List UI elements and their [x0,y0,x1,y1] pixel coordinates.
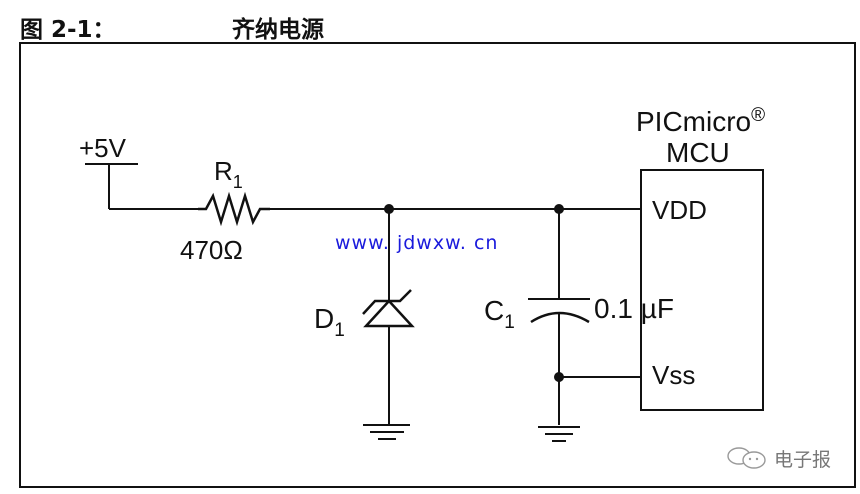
mcu-box [640,169,764,411]
figure-number: 图 2-1： [20,17,116,43]
pin-vss-label: Vss [652,360,695,390]
zener-ref: D1 [314,303,345,341]
watermark-text: 电子报 [774,448,832,471]
figure-caption: 齐纳电源 [232,17,324,43]
wechat-icon [727,447,766,469]
figure-frame [19,42,856,488]
overlay-url: www. jdwxw. cn [335,232,499,254]
watermark: 电子报 [726,443,831,473]
mcu-type: MCU [666,137,730,168]
ground-symbol-cap [538,426,580,442]
mcu-name: PICmicro® [636,105,765,137]
pin-vdd-label: VDD [652,195,707,225]
capacitor-value: 0.1 µF [594,293,674,324]
resistor-ref: R1 [214,156,243,192]
ground-symbol-zener [363,424,410,440]
resistor-value: 470Ω [180,235,243,265]
resistor-r1-symbol [198,191,270,227]
supply-label: +5V [79,133,127,163]
capacitor-ref: C1 [484,295,515,333]
